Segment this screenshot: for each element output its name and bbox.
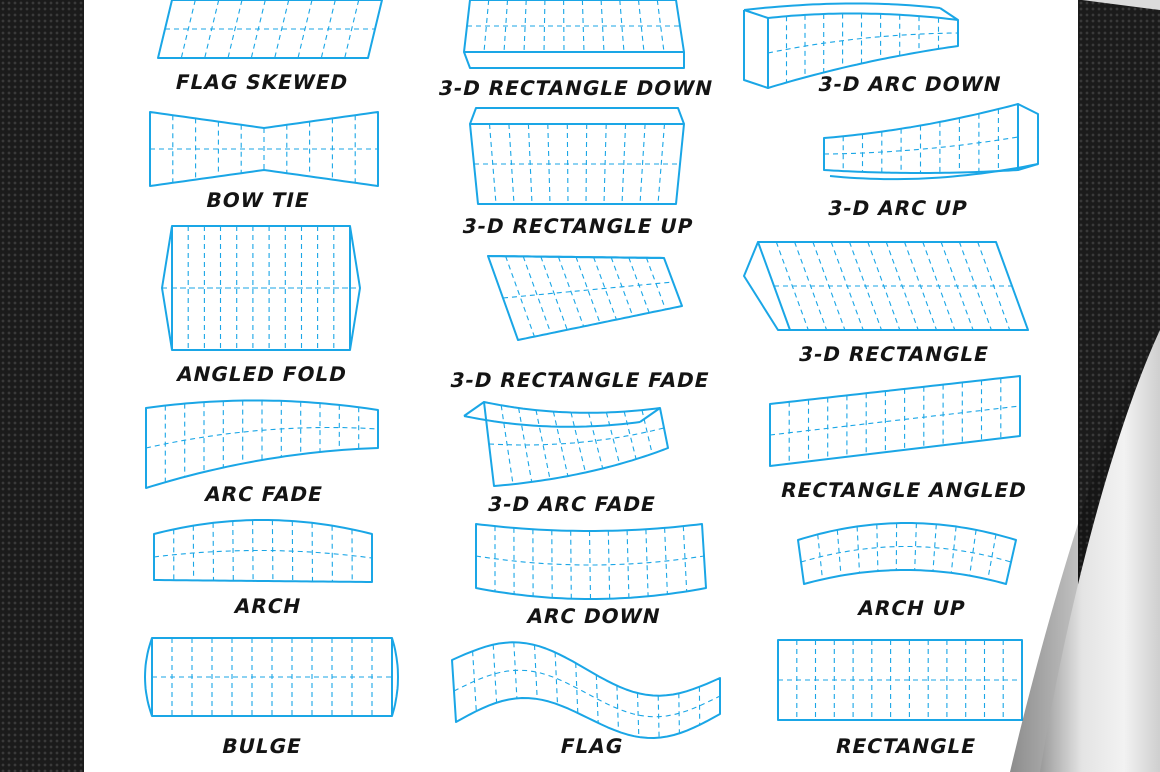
shape-bow-tie [149, 111, 379, 187]
shape-arc-fade [145, 399, 379, 489]
label-arch: ARCH [232, 594, 304, 618]
shape-arch [153, 519, 373, 583]
shape-3d-arc-fade [463, 401, 669, 487]
shape-flag-skewed [157, 0, 383, 59]
shape-3d-rectangle [743, 241, 1029, 331]
label-rectangle: RECTANGLE [833, 734, 979, 758]
label-bow-tie: BOW TIE [203, 188, 313, 212]
shape-rectangle [777, 639, 1023, 721]
label-3d-arc-up: 3-D ARC UP [825, 196, 971, 220]
label-3d-arc-down: 3-D ARC DOWN [816, 72, 1004, 96]
carbon-backdrop-left [0, 0, 84, 772]
label-bulge: BULGE [219, 734, 305, 758]
label-3d-arc-fade: 3-D ARC FADE [485, 492, 659, 516]
shape-rectangle-angled [769, 375, 1021, 467]
label-arc-down: ARC DOWN [524, 604, 664, 628]
label-3d-rectangle-up: 3-D RECTANGLE UP [460, 214, 696, 238]
shape-3d-rectangle-up [469, 107, 685, 205]
shape-3d-rectangle-fade [487, 255, 683, 341]
label-3d-rectangle-down: 3-D RECTANGLE DOWN [436, 76, 716, 100]
paper-sheet [84, 0, 1078, 772]
label-3d-rectangle: 3-D RECTANGLE [796, 342, 992, 366]
label-3d-rectangle-fade: 3-D RECTANGLE FADE [448, 368, 712, 392]
shape-flag [451, 641, 721, 739]
shape-3d-arc-up [823, 103, 1039, 181]
label-rectangle-angled: RECTANGLE ANGLED [778, 478, 1030, 502]
label-arc-fade: ARC FADE [202, 482, 326, 506]
shape-arch-up [797, 522, 1017, 585]
shape-3d-arc-down [743, 2, 959, 89]
shape-arc-down [475, 523, 707, 600]
label-flag-skewed: FLAG SKEWED [173, 70, 351, 94]
label-arch-up: ARCH UP [855, 596, 969, 620]
shape-3d-rectangle-down [463, 0, 685, 69]
label-angled-fold: ANGLED FOLD [174, 362, 350, 386]
shape-angled-fold [161, 225, 361, 351]
shape-bulge [144, 637, 399, 717]
label-flag: FLAG [558, 734, 626, 758]
